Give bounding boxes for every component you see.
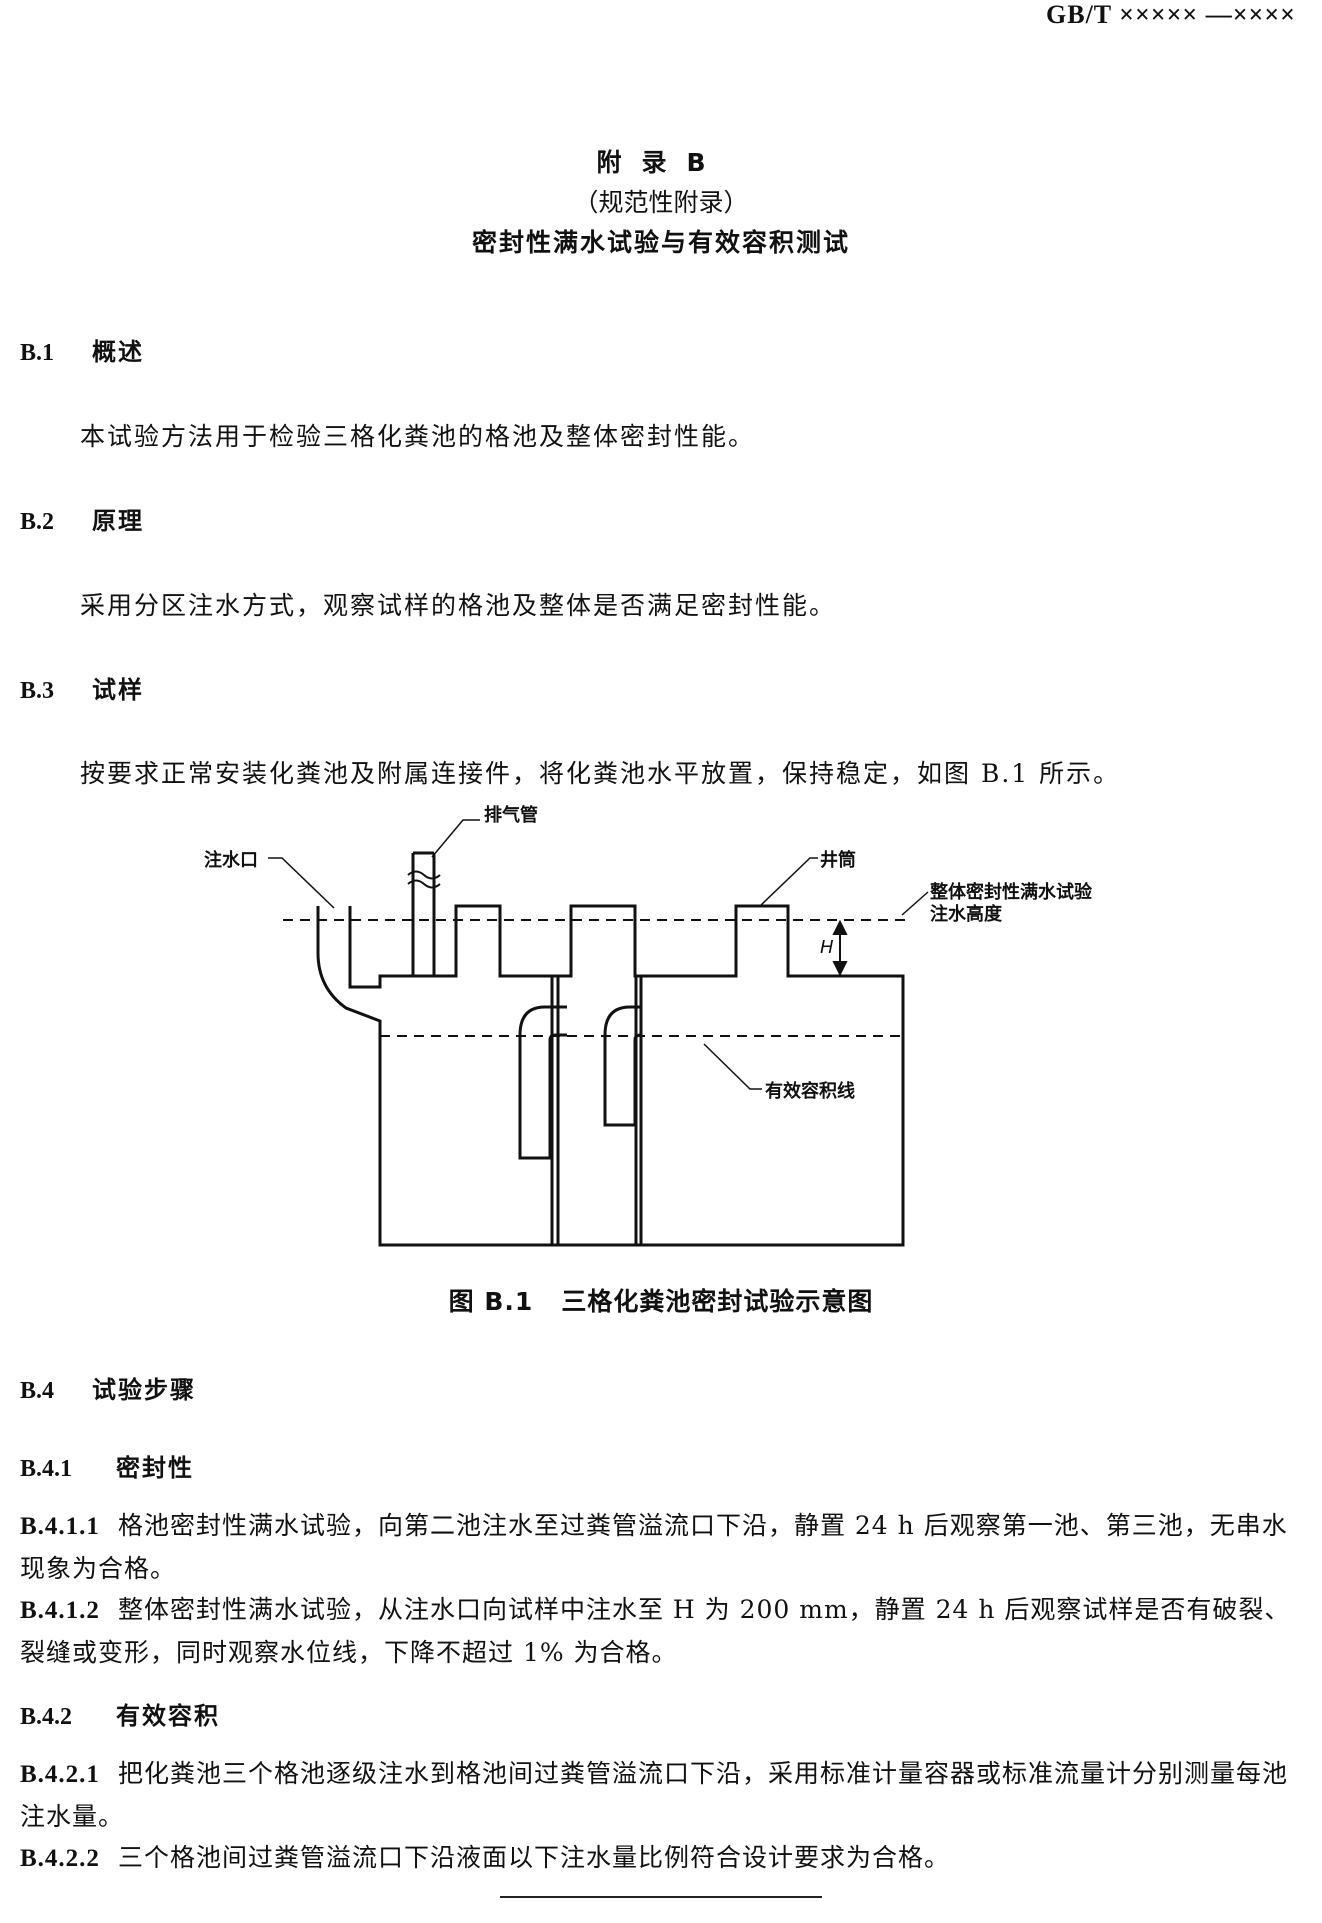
figure-title: 三格化粪池密封试验示意图 [561,1287,874,1316]
label-overall-level-2: 注水高度 [930,903,1003,925]
h-dimension [832,919,848,977]
section-title: 概述 [92,338,144,366]
appendix-heading: 密封性满水试验与有效容积测试 [471,228,850,257]
leader-vent-pipe [431,819,480,858]
clause-body: 格池密封性满水试验，向第二池注水至过粪管溢流口下沿，静置 24 h 后观察第一池… [20,1511,1288,1583]
section-number: B.4.1 [20,1456,73,1482]
clause-number: B.4.1.2 [20,1597,100,1624]
section-title: 密封性 [116,1454,194,1482]
label-vent-pipe: 排气管 [484,804,538,826]
section-b42-heading: B.4.2 有效容积 [20,1696,220,1731]
standard-number: GB/T ××××× —×××× [1046,0,1296,29]
leader-overall-level [901,891,929,916]
section-b1-heading: B.1 概述 [20,332,144,367]
section-b3-body: 按要求正常安装化粪池及附属连接件，将化粪池水平放置，保持稳定，如图 B.1 所示… [80,759,1121,788]
section-title: 试验步骤 [92,1376,196,1404]
clause-b4222: B.4.2.2 三个格池间过粪管溢流口下沿液面以下注水量比例符合设计要求为合格。 [20,1837,1302,1880]
section-b2-body: 采用分区注水方式，观察试样的格池及整体是否满足密封性能。 [80,591,837,620]
section-b2-heading: B.2 原理 [20,501,144,536]
section-number: B.1 [20,340,55,366]
overflow-pipe-1 [518,1005,567,1160]
figure-number: 图 B.1 [448,1287,534,1316]
figure-caption: 图 B.1 三格化粪池密封试验示意图 [0,1282,1322,1318]
leader-shaft [759,857,818,907]
leader-inlet [268,857,335,909]
leader-effective-line [703,1043,762,1090]
clause-body: 把化粪池三个格池逐级注水到格池间过粪管溢流口下沿，采用标准计量容器或标准流量计分… [20,1759,1288,1831]
section-number: B.3 [20,678,55,704]
label-effective-line: 有效容积线 [765,1080,855,1102]
section-number: B.2 [20,509,55,535]
label-inlet: 注水口 [204,849,258,871]
section-title: 试样 [92,676,144,704]
vent-pipe [411,851,436,976]
end-rule [500,1896,822,1898]
appendix-title: 附录B [596,148,726,177]
section-number: B.4 [20,1378,55,1404]
section-b1-body: 本试验方法用于检验三格化粪池的格池及整体密封性能。 [80,422,756,451]
section-title: 原理 [92,507,144,535]
clause-body: 整体密封性满水试验，从注水口向试样中注水至 H 为 200 mm，静置 24 h… [20,1595,1291,1667]
septic-tank-diagram: 排气管 注水口 井筒 整体密封性满水试验 注水高度 有效容积线 H [204,804,1093,1247]
clause-number: B.4.1.1 [20,1513,100,1540]
section-b41-heading: B.4.1 密封性 [20,1448,194,1483]
label-h: H [820,937,834,958]
vent-break-mark [407,870,441,889]
tank-outline [316,904,905,1247]
section-title: 有效容积 [116,1702,220,1730]
clause-number: B.4.2.2 [20,1845,100,1872]
clause-number: B.4.2.1 [20,1761,100,1788]
section-b4-heading: B.4 试验步骤 [20,1370,196,1405]
appendix-subtitle: （规范性附录） [573,188,749,217]
clause-body: 三个格池间过粪管溢流口下沿液面以下注水量比例符合设计要求为合格。 [117,1843,950,1872]
label-shaft: 井筒 [820,849,856,871]
section-number: B.4.2 [20,1704,73,1730]
label-overall-level-1: 整体密封性满水试验 [929,881,1093,903]
section-b3-heading: B.3 试样 [20,670,144,705]
